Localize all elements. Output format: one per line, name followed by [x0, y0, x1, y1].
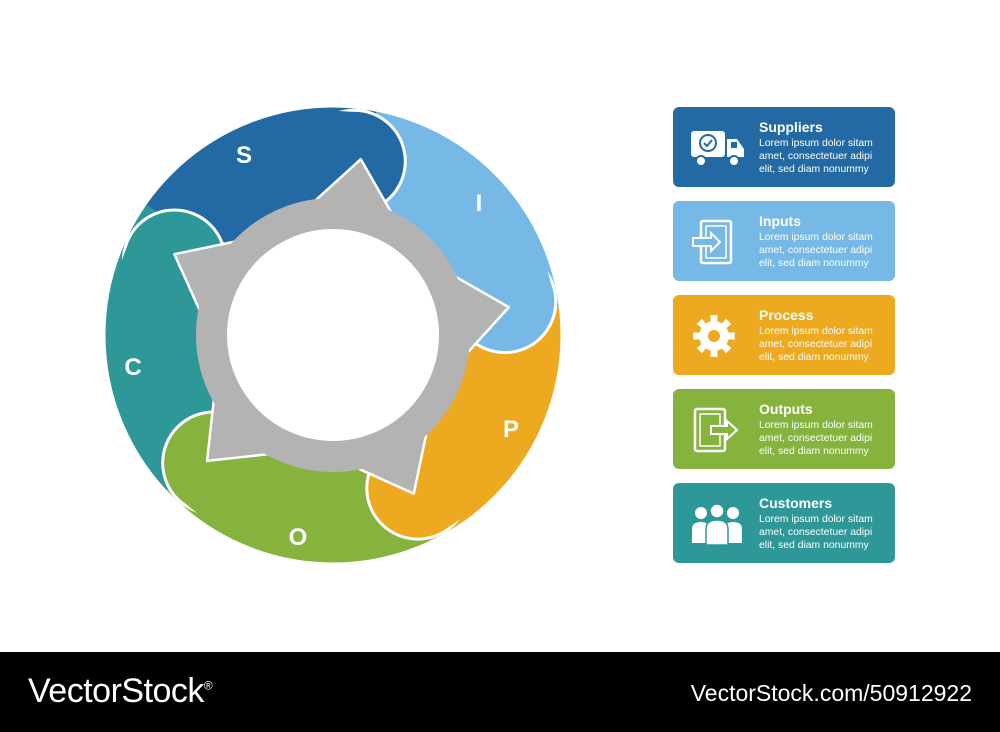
gear-center [228, 230, 438, 440]
truck-icon [691, 131, 744, 167]
card-process: Process Lorem ipsum dolor sitam amet, co… [673, 295, 895, 375]
card-outputs: Outputs Lorem ipsum dolor sitam amet, co… [673, 389, 895, 469]
card-description-suppliers: Lorem ipsum dolor sitam amet, consectetu… [759, 138, 873, 175]
people-icon [692, 503, 742, 546]
card-title-outputs: Outputs [759, 401, 813, 417]
output-icon [693, 407, 739, 453]
stock-id: VectorStock.com/50912922 [690, 680, 972, 706]
card-inputs: Inputs Lorem ipsum dolor sitam amet, con… [673, 201, 895, 281]
watermark-footer: VectorStock® VectorStock.com/50912922 [0, 652, 1000, 732]
card-title-inputs: Inputs [759, 213, 801, 229]
card-suppliers: Suppliers Lorem ipsum dolor sitam amet, … [673, 107, 895, 187]
segment-letter-s: S [236, 142, 252, 169]
card-description-outputs: Lorem ipsum dolor sitam amet, consectetu… [759, 420, 873, 457]
card-description-inputs: Lorem ipsum dolor sitam amet, consectetu… [759, 232, 873, 269]
segment-letter-p: P [503, 416, 519, 443]
segment-letter-i: I [476, 190, 483, 217]
brand-name: VectorStock [28, 672, 204, 710]
segment-letter-o: O [289, 524, 308, 551]
center-gear [173, 157, 511, 495]
gear-ring [196, 198, 470, 472]
card-description-process: Lorem ipsum dolor sitam amet, consectetu… [759, 326, 873, 363]
card-title-suppliers: Suppliers [759, 119, 823, 135]
segment-letter-c: C [124, 354, 141, 381]
card-title-process: Process [759, 307, 814, 323]
brand-registered-mark: ® [203, 678, 213, 693]
vectorstock-logo: VectorStock® [28, 672, 213, 711]
card-description-customers: Lorem ipsum dolor sitam amet, consectetu… [759, 514, 873, 551]
card-title-customers: Customers [759, 495, 833, 511]
gear-icon [693, 315, 735, 357]
input-icon [692, 219, 733, 265]
card-customers: Customers Lorem ipsum dolor sitam amet, … [673, 483, 895, 563]
outer-rim [102, 104, 564, 566]
segment-letters: S I P O C [124, 142, 519, 551]
sipoc-cycle-diagram: S I P O C [102, 104, 564, 566]
